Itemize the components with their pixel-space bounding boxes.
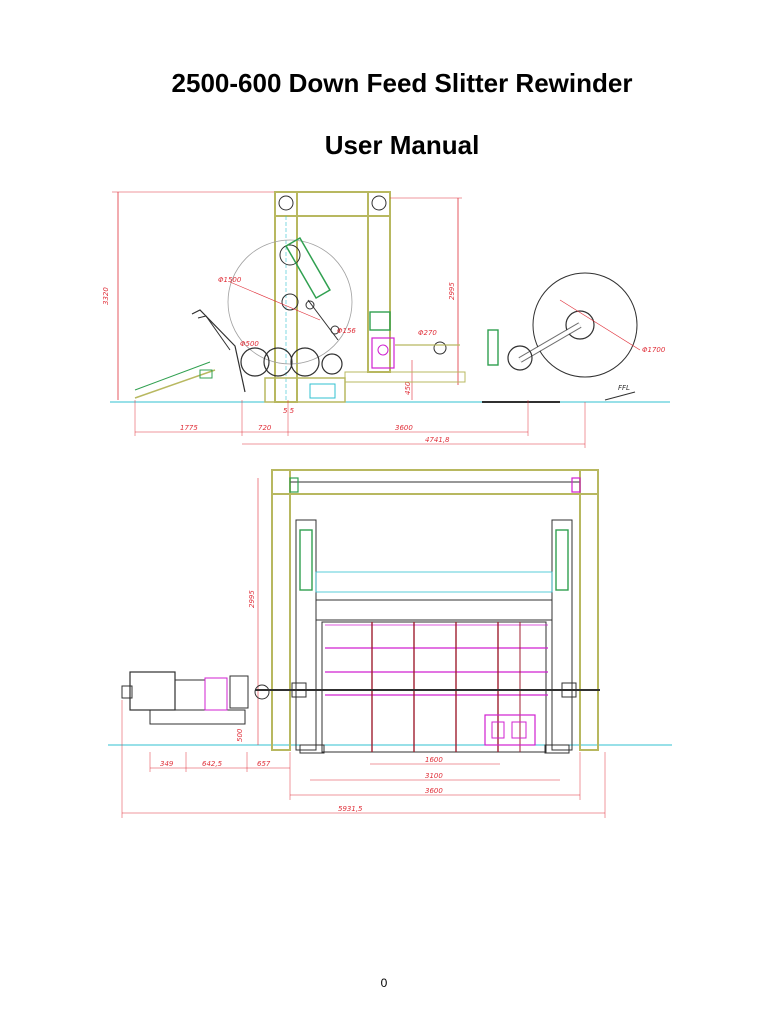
dim-front-657: 657	[257, 760, 271, 768]
dim-front-1600: 1600	[425, 756, 443, 764]
dim-height-total: 3320	[102, 287, 110, 305]
dim-w-1775: 1775	[180, 424, 198, 432]
document-subtitle: User Manual	[324, 130, 480, 160]
front-view-drawing: 2995 500	[108, 469, 672, 818]
dim-dia-roll: Φ156	[337, 327, 356, 335]
dim-height-base: 450	[404, 381, 412, 395]
dim-height-frame: 2995	[448, 282, 456, 300]
dim-front-349: 349	[160, 760, 174, 768]
dim-front-total: 5931,5	[338, 805, 363, 813]
document-title: 2500-600 Down Feed Slitter Rewinder	[171, 68, 633, 98]
dim-w-4741: 4741,8	[425, 436, 450, 444]
dim-front-3600: 3600	[425, 787, 443, 795]
page-number: 0	[380, 976, 388, 990]
dim-dia-unwind: Φ1500	[218, 276, 242, 284]
dim-dia-500: Φ500	[240, 340, 259, 348]
dim-dia-rewind: Φ1700	[642, 346, 666, 354]
floor-tag: FFL	[618, 384, 630, 392]
dim-front-height: 2995	[248, 590, 256, 608]
dim-front-3100: 3100	[425, 772, 443, 780]
dim-dia-small: Φ270	[418, 329, 437, 337]
dim-w-720: 720	[258, 424, 272, 432]
dim-front-base: 500	[236, 728, 244, 742]
side-view-drawing: 3320 2995 450 Φ1500 Φ156 Φ500	[102, 191, 670, 448]
dim-w-55: 5 5	[283, 407, 295, 415]
dim-w-3600: 3600	[395, 424, 413, 432]
dim-front-6425: 642,5	[202, 760, 223, 768]
